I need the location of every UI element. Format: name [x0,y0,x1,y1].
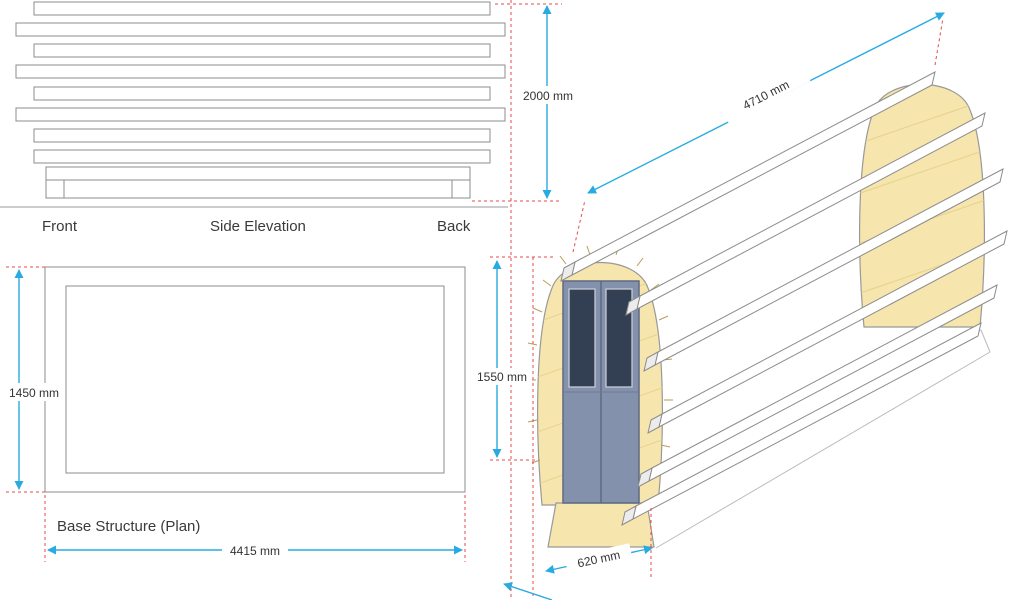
barrel-back-face [859,84,985,328]
dimension-label-bg [3,383,65,401]
notch-tick [658,315,669,321]
door-window-right [605,288,633,388]
dimension-4415mm: 4415 mm [44,495,466,562]
isometric-pod-view [527,71,1008,549]
dimension-1550mm: 1550 mm [472,260,532,458]
notch-tick [559,255,567,265]
slat-board [33,43,491,58]
rail-end-cap [647,413,663,434]
dimension-label: 4415 mm [230,544,280,558]
base-plan-title: Base Structure (Plan) [57,518,200,535]
rail-end-cap [643,351,659,372]
door-window-left [568,288,596,388]
partial-dimension-line [503,582,553,600]
slat-board [33,1,491,16]
dimension-label-bg [564,543,633,573]
base-plan-view: Base Structure (Plan) [44,266,466,535]
rail-end-cap [625,295,641,316]
slat-board [15,22,506,37]
extension-line [572,199,586,253]
dimension-label-bg [472,368,532,385]
notch-tick [660,444,671,448]
back-label: Back [437,218,471,235]
slat-board [33,86,491,101]
notch-tick [532,307,543,313]
slat-board [33,149,491,164]
slat-board [15,107,506,122]
pod-rails [560,71,1008,526]
base-skid [45,179,471,199]
base-board [45,166,471,181]
base-edge-line [980,329,991,353]
rail-end-cap [560,261,576,282]
dimension-label-bg [519,86,577,104]
rail-end-cap [621,505,637,526]
dimension-label: 2000 mm [523,89,573,103]
side-elevation-view: Front Side Elevation Back [0,1,508,235]
front-label: Front [42,218,78,235]
base-edge-line [655,351,991,549]
slat-board [33,128,491,143]
plan-inner-frame [65,285,445,474]
dimension-2000mm: 2000 mm [472,3,577,202]
pod-door [562,280,640,504]
notch-tick [586,245,591,256]
notch-tick [542,279,552,287]
dimension-1450mm: 1450 mm [3,266,65,493]
dimension-label: 1450 mm [9,386,59,400]
dimension-label-bg [720,64,811,124]
side-elevation-title: Side Elevation [210,218,306,235]
notch-tick [636,257,644,267]
slat-board [15,64,506,79]
dimension-label-bg [222,541,288,559]
rail-end-cap [637,467,653,488]
dimension-label: 1550 mm [477,370,527,384]
